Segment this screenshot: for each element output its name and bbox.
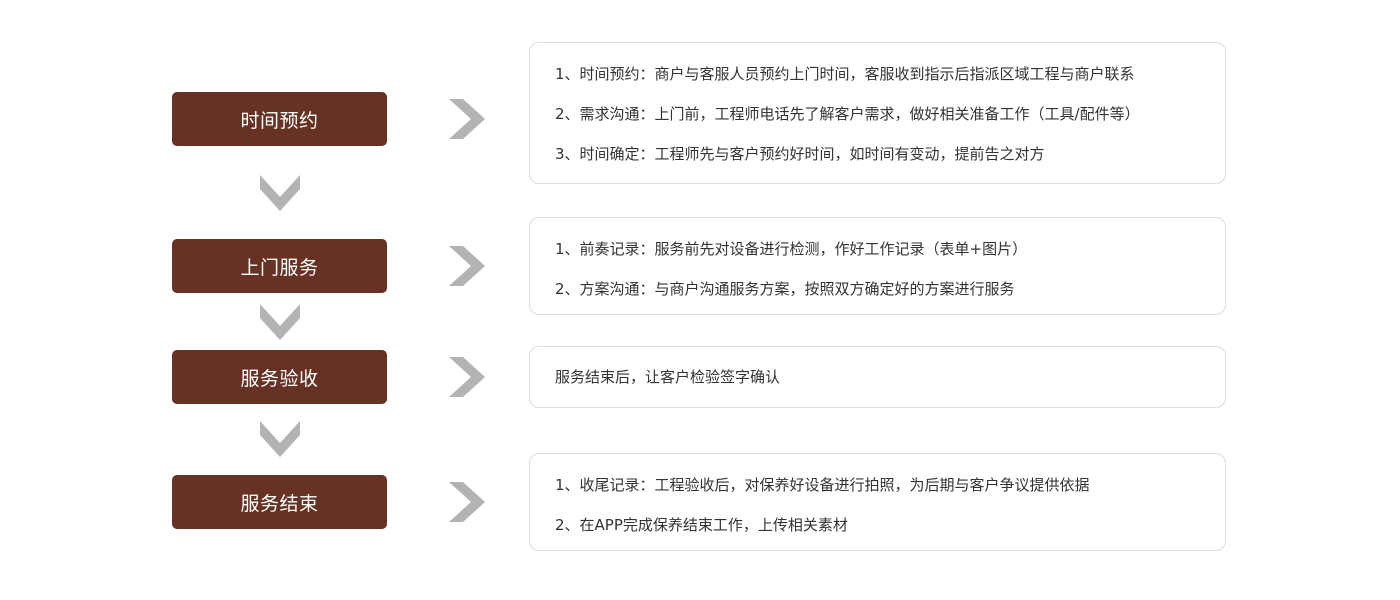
chevron-right-icon bbox=[449, 99, 485, 139]
step-service-acceptance: 服务验收 bbox=[172, 350, 387, 404]
chevron-right-icon bbox=[449, 357, 485, 397]
step-on-site-service: 上门服务 bbox=[172, 239, 387, 293]
detail-line: 1、收尾记录：工程验收后，对保养好设备进行拍照，为后期与客户争议提供依据 bbox=[555, 476, 1090, 494]
detail-box-time-appointment: 1、时间预约：商户与客服人员预约上门时间，客服收到指示后指派区域工程与商户联系 … bbox=[529, 42, 1226, 184]
chevron-down-icon bbox=[260, 304, 300, 340]
step-service-completion: 服务结束 bbox=[172, 475, 387, 529]
detail-line: 1、时间预约：商户与客服人员预约上门时间，客服收到指示后指派区域工程与商户联系 bbox=[555, 65, 1135, 83]
detail-line: 3、时间确定：工程师先与客户预约好时间，如时间有变动，提前告之对方 bbox=[555, 145, 1045, 163]
chevron-down-icon bbox=[260, 421, 300, 457]
detail-line: 2、需求沟通：上门前，工程师电话先了解客户需求，做好相关准备工作（工具/配件等） bbox=[555, 105, 1140, 123]
chevron-down-icon bbox=[260, 175, 300, 211]
detail-line: 2、在APP完成保养结束工作，上传相关素材 bbox=[555, 516, 848, 534]
detail-line: 1、前奏记录：服务前先对设备进行检测，作好工作记录（表单+图片） bbox=[555, 240, 1028, 258]
detail-box-service-acceptance: 服务结束后，让客户检验签字确认 bbox=[529, 346, 1226, 408]
detail-line: 服务结束后，让客户检验签字确认 bbox=[555, 368, 781, 386]
detail-box-service-completion: 1、收尾记录：工程验收后，对保养好设备进行拍照，为后期与客户争议提供依据 2、在… bbox=[529, 453, 1226, 551]
step-time-appointment: 时间预约 bbox=[172, 92, 387, 146]
chevron-right-icon bbox=[449, 246, 485, 286]
detail-box-on-site-service: 1、前奏记录：服务前先对设备进行检测，作好工作记录（表单+图片） 2、方案沟通：… bbox=[529, 217, 1226, 315]
chevron-right-icon bbox=[449, 482, 485, 522]
detail-line: 2、方案沟通：与商户沟通服务方案，按照双方确定好的方案进行服务 bbox=[555, 280, 1015, 298]
